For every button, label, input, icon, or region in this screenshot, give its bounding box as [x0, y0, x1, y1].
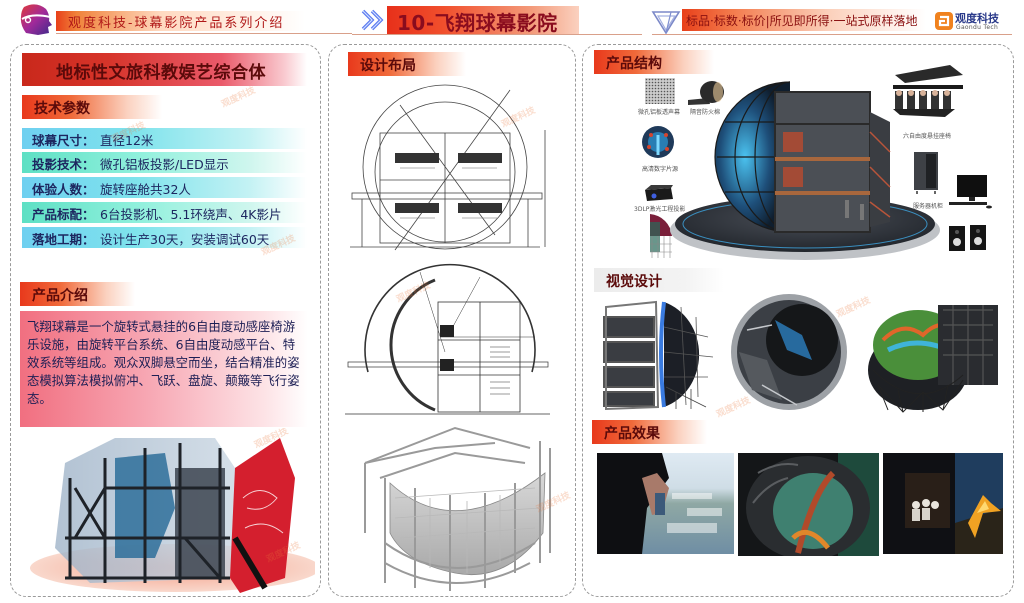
- param-row: 落地工期： 设计生产30天，安装调试60天: [22, 227, 307, 248]
- dome-section-icon: [650, 214, 672, 258]
- section-title: 设计布局: [360, 58, 416, 74]
- fantasy-dome-scene-image: [738, 453, 879, 556]
- computer-monitor-icon: [949, 175, 992, 209]
- param-value: 6台投影机、5.1环绕声、4K影片: [100, 207, 282, 222]
- brand-name-en: Gaondu Tech: [956, 24, 999, 31]
- param-row: 产品标配： 6台投影机、5.1环绕声、4K影片: [22, 202, 307, 223]
- section-title: 产品效果: [604, 426, 660, 442]
- banner-text: 地标性文旅科教娱艺综合体: [56, 63, 266, 83]
- dome-top-view-image: [731, 294, 847, 410]
- section-title: 产品结构: [606, 56, 662, 72]
- server-cabinet-icon: [914, 152, 938, 194]
- front-elevation-drawing: [350, 84, 546, 251]
- component-label: 微孔铝板透声幕: [638, 109, 681, 116]
- volcano-ride-scene-image: [883, 453, 1003, 554]
- motion-seat-icon: [893, 65, 963, 117]
- intro-text: 飞翔球幕是一个旋转式悬挂的6自由度动感座椅游乐设施，由旋转平台系统、6自由度动感…: [27, 319, 300, 406]
- section-layout: 设计布局: [348, 52, 466, 76]
- param-key: 球幕尺寸：: [32, 133, 95, 148]
- component-label: 服务器机柜: [913, 203, 944, 210]
- divider: [652, 34, 1012, 35]
- section-title: 产品介绍: [32, 288, 88, 304]
- section-title: 技术参数: [34, 101, 90, 117]
- component-label: 高清数字片源: [642, 166, 679, 173]
- brand-head-logo-icon: [20, 4, 52, 35]
- section-drawing: [345, 263, 550, 415]
- section-title: 视觉设计: [606, 274, 662, 290]
- param-key: 投影技术：: [32, 157, 95, 172]
- slogan: 标品·标数·标价|所见即所得·一站式原样落地: [686, 14, 918, 28]
- series-title: 观度科技-球幕影院产品系列介绍: [68, 16, 285, 31]
- product-title-bar: 10-飞翔球幕影院: [387, 6, 579, 35]
- series-title-bar: 观度科技-球幕影院产品系列介绍: [56, 11, 318, 31]
- triangle-logo-icon: [651, 11, 681, 35]
- dome-structure-render: [670, 81, 940, 260]
- param-key: 体验人数：: [32, 182, 95, 197]
- dome-landscape-render-image: [868, 305, 998, 413]
- param-value: 设计生产30天，安装调试60天: [100, 232, 270, 247]
- header: 观度科技-球幕影院产品系列介绍 10-飞翔球幕影院 标品·标数·标价|所见即所得…: [0, 0, 1024, 40]
- component-label: 3DLP激光工程投影: [634, 206, 686, 213]
- projector-icon: [645, 185, 673, 201]
- divider: [56, 33, 352, 34]
- intro-box: 飞翔球幕是一个旋转式悬挂的6自由度动感座椅游乐设施，由旋转平台系统、6自由度动感…: [20, 311, 308, 427]
- component-label: 六自由度悬挂座椅: [903, 133, 952, 140]
- digital-content-icon: [642, 126, 674, 158]
- param-value: 旋转座舱共32人: [100, 182, 191, 197]
- divider: [352, 34, 642, 35]
- aerial-city-ride-image: [597, 453, 734, 554]
- double-chevron-icon: [361, 9, 384, 31]
- slogan-bar: 标品·标数·标价|所见即所得·一站式原样落地: [682, 9, 926, 31]
- insulation-roll-icon: [688, 81, 724, 105]
- building-exterior-render-image: 观度科技: [30, 428, 315, 593]
- speakers-icon: [949, 225, 986, 251]
- param-key: 落地工期：: [32, 232, 95, 247]
- param-value: 直径12米: [100, 133, 154, 148]
- section-tech-params: 技术参数: [22, 95, 162, 119]
- section-intro: 产品介绍: [20, 282, 135, 306]
- param-row: 球幕尺寸： 直径12米: [22, 128, 307, 149]
- brand-mark-icon: [935, 12, 953, 30]
- param-row: 投影技术： 微孔铝板投影/LED显示: [22, 152, 307, 173]
- section-structure: 产品结构: [594, 50, 714, 74]
- structure-3d-render: [364, 426, 551, 591]
- section-effect: 产品效果: [592, 420, 707, 444]
- param-value: 微孔铝板投影/LED显示: [100, 157, 229, 172]
- component-label: 隔音防火棉: [690, 109, 721, 116]
- section-visual: 视觉设计: [594, 268, 724, 292]
- product-title: 10-飞翔球幕影院: [397, 11, 558, 35]
- perforated-panel-icon: [645, 78, 675, 104]
- brand-name-cn: 观度科技: [955, 12, 999, 25]
- dome-frame-open-image: [603, 300, 714, 411]
- param-key: 产品标配：: [32, 207, 95, 222]
- param-row: 体验人数： 旋转座舱共32人: [22, 177, 307, 198]
- positioning-banner: 地标性文旅科教娱艺综合体: [22, 53, 307, 86]
